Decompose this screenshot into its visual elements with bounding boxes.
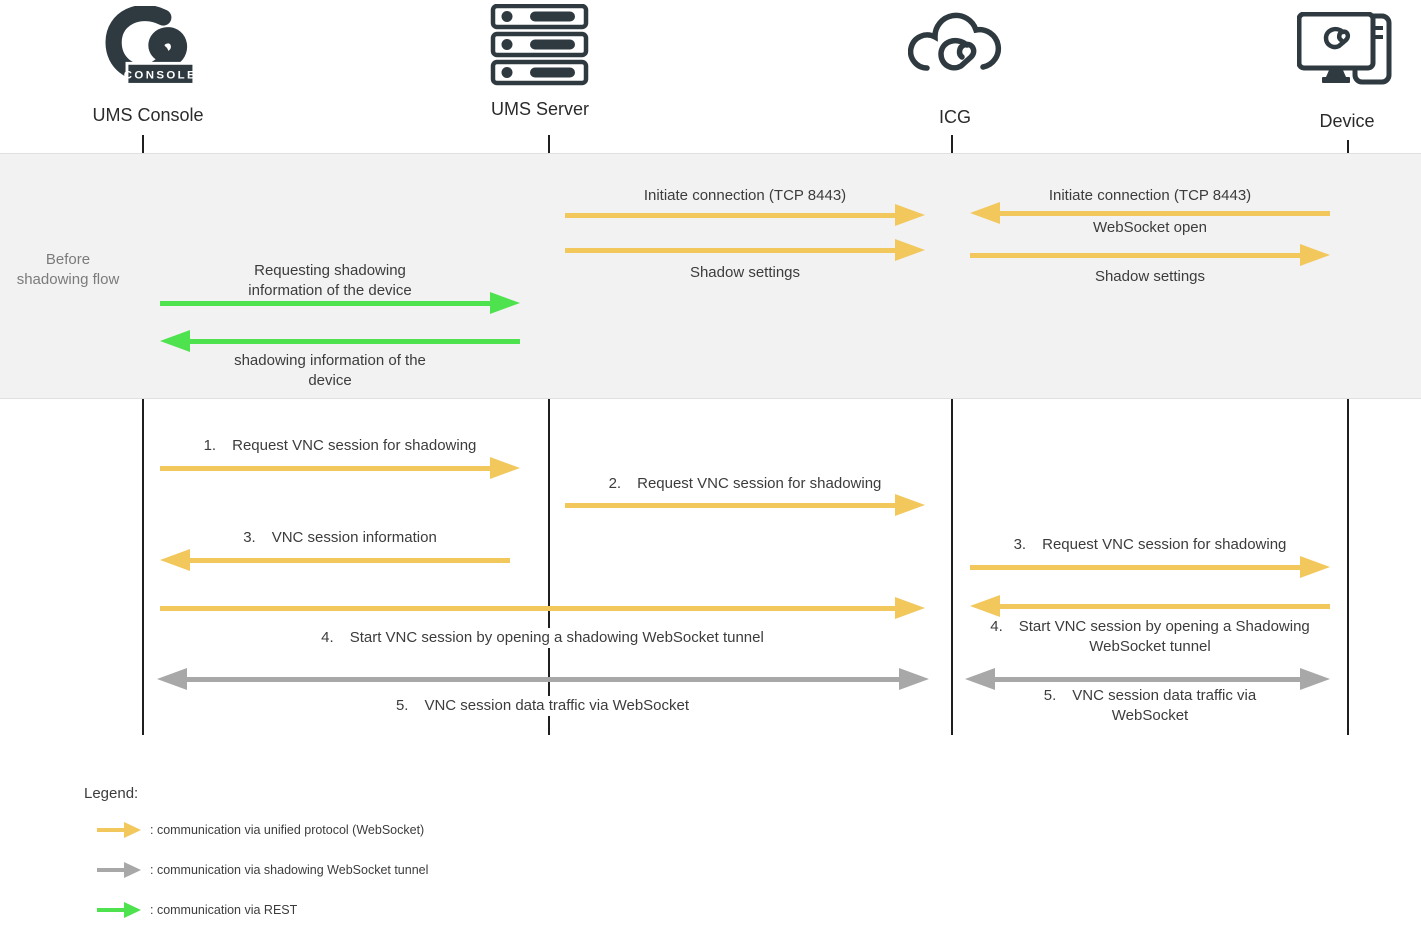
actor-icg: ICG — [893, 4, 1017, 128]
msg-step4-device-arrow — [970, 595, 1330, 617]
msg-shadow-info-reply-label: shadowing information of the device — [234, 352, 426, 389]
before-shadowing-band-label: Before shadowing flow — [16, 251, 120, 288]
msg-step3-device-label: 3.Request VNC session for shadowing — [1013, 536, 1287, 553]
legend-rest-arrow-icon — [97, 902, 141, 918]
lifeline-ums-console — [142, 135, 144, 735]
actor-label-device: Device — [1319, 111, 1375, 131]
actor-label-ums-console: UMS Console — [92, 105, 204, 125]
lifeline-device — [1347, 140, 1349, 735]
icg-cloud-icon — [908, 12, 1002, 75]
msg-initiate-connection-ums-icg-arrow — [565, 204, 925, 226]
msg-step4-tunnel-arrow — [160, 597, 925, 619]
msg-step5-traffic-arrow — [157, 668, 929, 690]
actor-label-icg: ICG — [938, 107, 971, 127]
legend-shadowing-tunnel-arrow-icon — [97, 862, 141, 878]
legend-unified-protocol-label: : communication via unified protocol (We… — [150, 823, 425, 837]
msg-step3-console-arrow — [160, 549, 510, 571]
legend-rest-label: : communication via REST — [150, 903, 298, 917]
msg-step4-tunnel-label: 4.Start VNC session by opening a shadowi… — [160, 628, 925, 648]
legend-unified-protocol-arrow-icon — [97, 822, 141, 838]
ums-server-icon — [490, 4, 589, 86]
msg-step2-arrow — [565, 494, 925, 516]
device-icon — [1297, 12, 1392, 85]
msg-request-shadow-info-label: Requesting shadowing information of the … — [248, 262, 412, 299]
msg-initiate-connection-device-icg-label: Initiate connection (TCP 8443) — [1048, 187, 1252, 204]
legend-title: Legend: — [84, 785, 139, 802]
actor-ums-server: UMS Server — [478, 4, 602, 120]
console-badge-text: CONSOLE — [124, 70, 197, 82]
actor-device: Device — [1285, 12, 1409, 132]
legend-shadowing-tunnel-label: : communication via shadowing WebSocket … — [150, 863, 429, 877]
before-shadowing-band — [0, 153, 1421, 399]
msg-shadow-settings-icg-device-arrow — [970, 244, 1330, 266]
lifeline-ums-server — [548, 135, 550, 735]
msg-step5-device-label: 5.VNC session data traffic via WebSocket — [1043, 687, 1257, 724]
msg-step2-label: 2.Request VNC session for shadowing — [608, 475, 882, 492]
ums-console-icon: CONSOLE — [105, 6, 197, 86]
msg-shadow-settings-ums-icg-label: Shadow settings — [689, 264, 801, 281]
actor-ums-console: CONSOLE UMS Console — [86, 6, 210, 126]
msg-step1-arrow — [160, 457, 520, 479]
msg-step3-device-arrow — [970, 556, 1330, 578]
msg-shadow-settings-icg-device-label: Shadow settings — [1094, 268, 1206, 285]
msg-shadow-settings-ums-icg-arrow — [565, 239, 925, 261]
msg-step5-traffic-label: 5.VNC session data traffic via WebSocket — [160, 696, 925, 716]
actor-label-ums-server: UMS Server — [490, 99, 589, 119]
msg-initiate-connection-ums-icg-label: Initiate connection (TCP 8443) — [643, 187, 847, 204]
msg-step1-label: 1.Request VNC session for shadowing — [203, 437, 477, 454]
msg-step5-device-arrow — [965, 668, 1330, 690]
msg-step4-device-label: 4.Start VNC session by opening a Shadowi… — [990, 618, 1310, 655]
msg-initiate-connection-device-icg-arrow — [970, 202, 1330, 224]
msg-step3-console-label: 3.VNC session information — [243, 529, 437, 546]
msg-request-shadow-info-arrow — [160, 292, 520, 314]
msg-shadow-info-reply-arrow — [160, 330, 520, 352]
msg-websocket-open-label: WebSocket open — [1093, 219, 1207, 236]
lifeline-icg — [951, 135, 953, 735]
